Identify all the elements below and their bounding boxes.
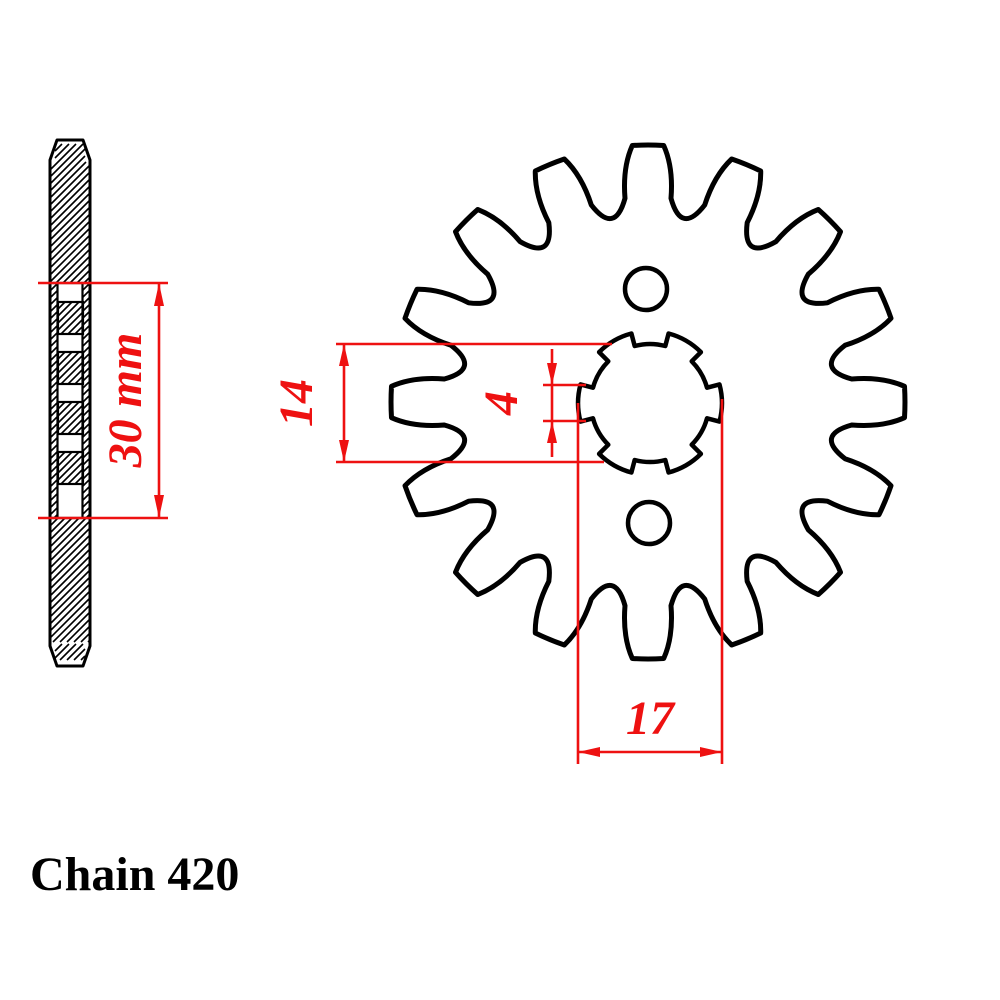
spline-block (56, 450, 85, 486)
dim-arrow-up (547, 421, 557, 443)
spline-block (56, 300, 85, 336)
dim-arrow-up (339, 344, 349, 366)
bolt-hole-bottom (625, 499, 673, 547)
front-view (388, 142, 908, 662)
dimension-bore-inner: 14 (270, 342, 612, 464)
extension-lines-14 (336, 342, 612, 464)
bolt-hole-top (622, 265, 670, 313)
extension-lines-30mm (38, 281, 168, 520)
extension-lines-17 (576, 399, 724, 764)
dimension-label-30mm: 30 mm (99, 333, 152, 469)
dim-arrow-left (578, 747, 600, 757)
spline-bore (575, 331, 725, 475)
dimension-bore-outer: 17 (576, 399, 724, 764)
chain-size-caption: Chain 420 (30, 848, 239, 901)
dimension-label-17: 17 (626, 692, 676, 745)
dim-arrow-down (547, 363, 557, 385)
spline-block (56, 350, 85, 386)
dimension-spline-groove: 4 (475, 349, 586, 457)
side-view-hatching (50, 143, 91, 661)
dim-arrow-right (700, 747, 722, 757)
spline-block (56, 400, 85, 436)
dim-arrow-down (339, 440, 349, 462)
dimension-hub-length: 30 mm (38, 281, 168, 520)
dimension-label-4: 4 (475, 391, 528, 416)
dim-arrow-up (154, 283, 164, 306)
side-view (48, 138, 92, 668)
dimension-label-14: 14 (270, 379, 323, 427)
dim-arrow-down (154, 495, 164, 518)
side-view-spline-blocks (56, 300, 85, 486)
